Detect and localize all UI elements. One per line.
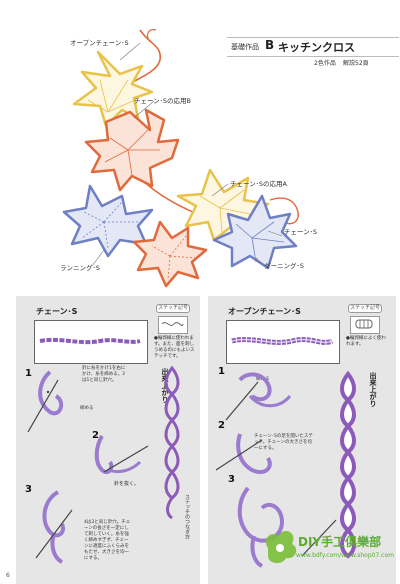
leaf-yellow-top <box>72 50 154 128</box>
page-title: キッチンクロス <box>278 41 355 54</box>
left-step-3: 3 <box>25 484 32 495</box>
left-symbol-label: ステッチ記号 <box>156 304 190 313</box>
leaf-blue-left <box>62 184 154 258</box>
chain-stitch-sample <box>39 337 141 345</box>
left-end-label: ステッチのつなぎ方 <box>184 494 190 539</box>
label-running: ランニング･S <box>60 264 100 272</box>
right-step2-text: チェーン･Sの足を開いたステッチ。チェーンの大きさを均一にする。 <box>254 434 313 451</box>
left-step1-text: 針に糸をかけ1を右にかけ、糸を締める。2は1と同じ針穴。 <box>82 366 126 383</box>
title-rule <box>227 37 399 57</box>
open-chain-symbol <box>355 319 373 329</box>
chain-symbol <box>161 322 184 326</box>
needle-icon <box>301 519 337 557</box>
needle-icon <box>215 439 263 471</box>
label-darning: ダーニング･S <box>264 262 304 270</box>
right-step1-diagram <box>225 372 292 421</box>
vine-right <box>269 197 299 225</box>
embroidery-illustration <box>62 29 299 288</box>
left-step1-callout: 締める <box>80 406 94 411</box>
left-heading: チェーン･S <box>36 307 78 316</box>
left-completed-chain <box>164 365 180 520</box>
watermark-url: www.bdfy.com/www.shop07.com <box>296 552 394 559</box>
right-note: ●輪郭線によく使われます。 <box>346 336 386 347</box>
open-chain-sample <box>231 337 334 345</box>
right-step2-diagram <box>215 433 272 475</box>
leaf-blue-right <box>212 194 298 270</box>
leaf-orange-lower <box>132 220 208 288</box>
right-step-2: 2 <box>218 420 225 431</box>
left-step2-diagram <box>94 434 149 475</box>
thread-count: 2色作品 <box>314 60 336 67</box>
right-completed-open-chain <box>340 370 356 559</box>
instruction-page-ref: 解説52頁 <box>343 60 369 67</box>
left-step1-diagram <box>27 370 64 433</box>
series-label: 基礎作品 <box>231 43 259 51</box>
needle-icon <box>103 445 149 473</box>
label-chain: チェーン･S <box>284 228 318 236</box>
label-chain-applied-a: チェーン･Sの応用A <box>230 180 287 188</box>
needle-icon <box>225 381 259 421</box>
left-note: ●輪郭線に使われます。また、面を刺しうめるのにもよいステッチです。 <box>154 336 195 359</box>
right-heading: オープンチェーン･S <box>228 307 301 316</box>
page-number: 6 <box>6 572 10 579</box>
left-step2-callout: 針を抜く。 <box>114 481 140 487</box>
left-step3-text: 4は3と同じ針穴。チェーンの長さを一定にして刺していく。糸を強く締めすぎず、チェ… <box>84 520 131 561</box>
right-step-1: 1 <box>218 366 225 377</box>
left-step-1: 1 <box>25 368 32 379</box>
title-letter: B <box>265 38 275 52</box>
needle-icon <box>35 509 73 559</box>
needle-icon <box>27 379 59 433</box>
left-step-2: 2 <box>92 430 99 441</box>
label-chain-applied-b: チェーン･Sの応用B <box>134 97 192 105</box>
left-step3-diagram <box>35 490 73 564</box>
right-symbol-label: ステッチ記号 <box>348 304 382 313</box>
right-result-label: 出来上がり <box>369 372 377 407</box>
right-step-3: 3 <box>228 474 235 485</box>
watermark-brand: DIY手工俱樂部 <box>298 535 382 549</box>
label-open-chain: オープンチェーン･S <box>70 39 129 47</box>
